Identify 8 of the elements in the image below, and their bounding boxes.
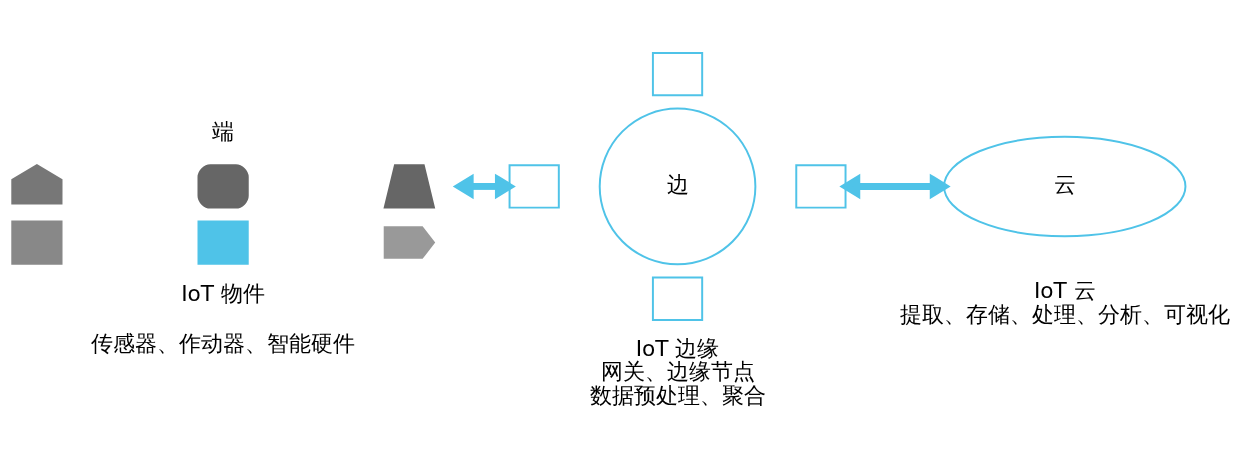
node-label: 提取、存储、处理、分析、可视化 [899,301,1230,327]
node-label: 网关、边缘节点 [600,358,755,384]
node-label: 数据预处理、聚合 [589,382,766,408]
label: IoT 物件 [181,280,265,306]
node-label: IoT 边缘 [635,335,720,361]
label: 端 [212,118,235,144]
label: 传感器、作动器、智能硬件 [91,330,356,356]
node-label: IoT 云 [1033,277,1096,303]
